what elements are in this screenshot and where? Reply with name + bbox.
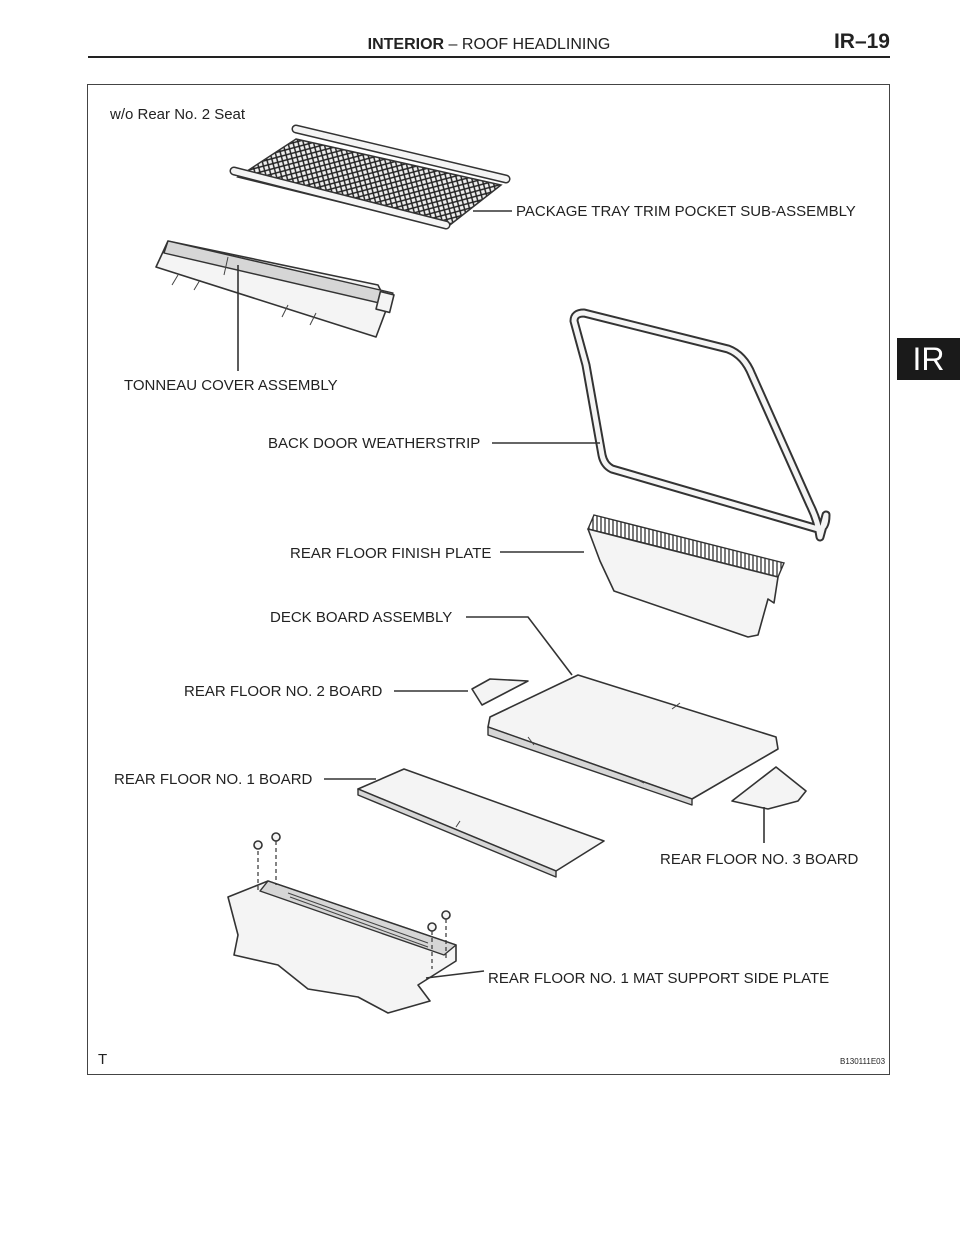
header-separator: –: [448, 36, 458, 53]
tonneau-cover-label: TONNEAU COVER ASSEMBLY: [124, 377, 338, 394]
mat-support-label: REAR FLOOR NO. 1 MAT SUPPORT SIDE PLATE: [488, 970, 829, 987]
mat-support-leader: [425, 970, 485, 979]
condition-label: w/o Rear No. 2 Seat: [109, 106, 246, 123]
tonneau-cover-drawing: [155, 240, 395, 338]
exploded-parts-figure: w/o Rear No. 2 Seat PACKAGE TRAY TRIM PO…: [87, 84, 890, 1075]
header-section: INTERIOR: [367, 36, 445, 53]
page-number: IR–19: [833, 30, 890, 53]
figure-drawing: w/o Rear No. 2 Seat PACKAGE TRAY TRIM PO…: [98, 106, 886, 1068]
deck-board-drawing: [487, 674, 779, 806]
deck-board-leader: [466, 616, 573, 676]
rear-floor-finish-plate-drawing: [587, 514, 785, 638]
rear-floor-no1-board-drawing: [357, 768, 605, 878]
rear-floor-finish-plate-label: REAR FLOOR FINISH PLATE: [290, 545, 491, 562]
corner-mark: T: [98, 1051, 107, 1068]
mat-support-side-plate-drawing: [227, 832, 457, 1014]
section-tab: IR: [897, 338, 960, 380]
rear-floor-no3-board-drawing: [731, 766, 807, 810]
package-tray-trim-pocket-drawing: [229, 124, 511, 230]
deck-board-label: DECK BOARD ASSEMBLY: [270, 609, 452, 626]
back-door-weatherstrip-drawing: [569, 308, 831, 542]
header-title: INTERIOR – ROOF HEADLINING: [88, 36, 890, 54]
page-header: INTERIOR – ROOF HEADLINING IR–19: [88, 28, 890, 58]
figure-id: B130111E03: [840, 1057, 886, 1066]
rear-floor-no2-board-drawing: [471, 678, 529, 706]
header-subsection: ROOF HEADLINING: [461, 36, 611, 53]
rear-floor-no1-label: REAR FLOOR NO. 1 BOARD: [114, 771, 313, 788]
package-tray-label: PACKAGE TRAY TRIM POCKET SUB-ASSEMBLY: [516, 203, 856, 220]
rear-floor-no3-label: REAR FLOOR NO. 3 BOARD: [660, 851, 859, 868]
back-door-weatherstrip-label: BACK DOOR WEATHERSTRIP: [268, 435, 480, 452]
rear-floor-no2-label: REAR FLOOR NO. 2 BOARD: [184, 683, 383, 700]
